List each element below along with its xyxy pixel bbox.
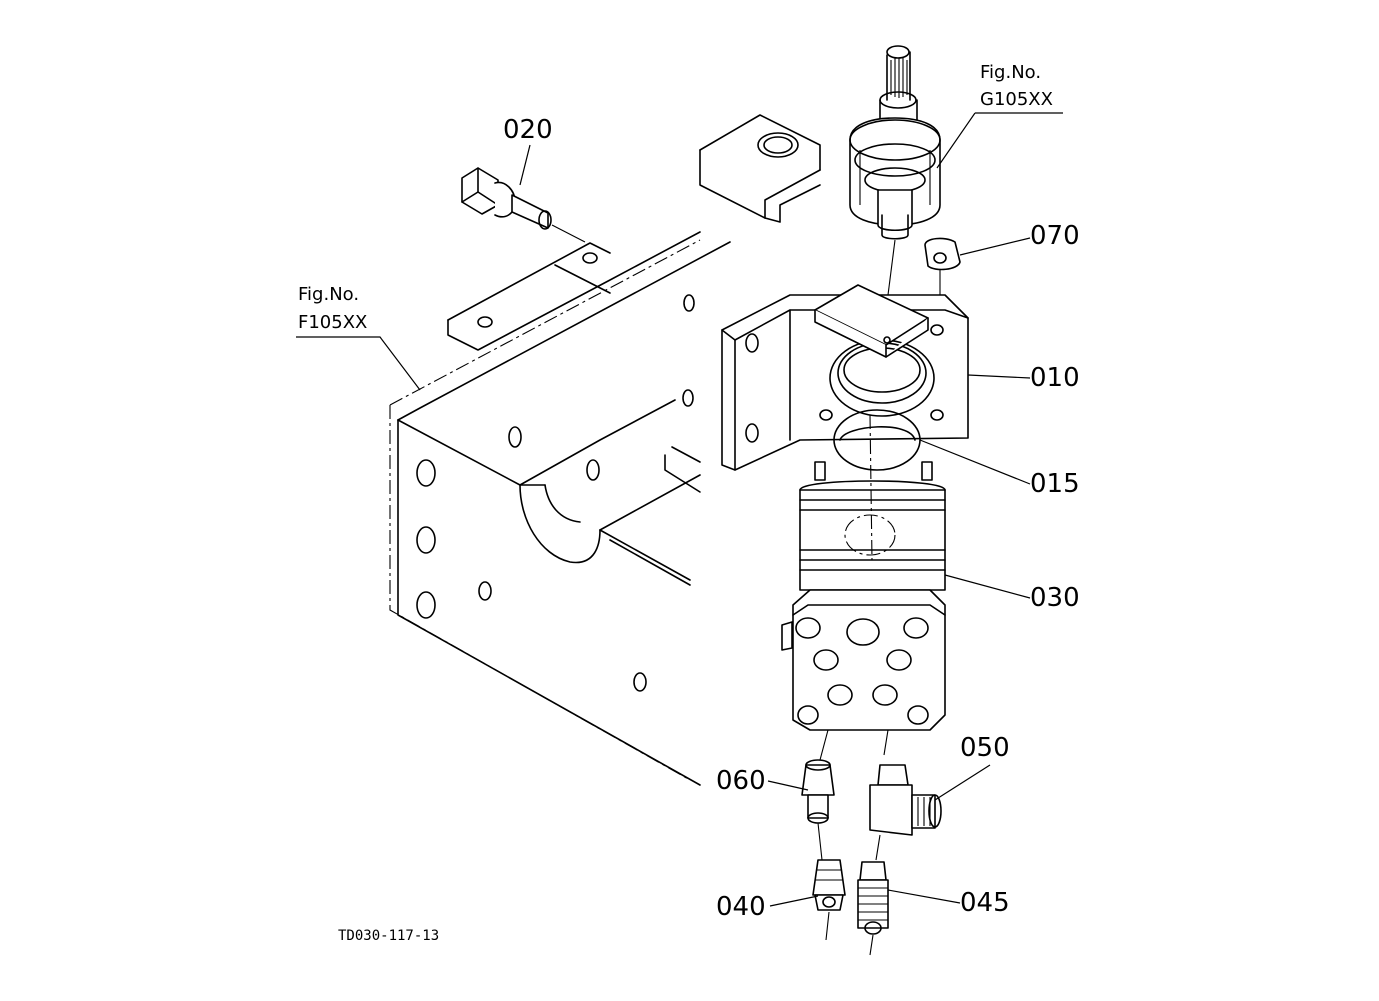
label-045: 045 (960, 888, 1010, 918)
label-030: 030 (1030, 583, 1080, 613)
elbow-050 (869, 764, 942, 861)
fitting-040 (812, 859, 846, 941)
bracket-010 (721, 284, 969, 471)
label-010: 010 (1030, 363, 1080, 393)
leader-lines (296, 112, 1063, 907)
pump-030 (781, 414, 946, 761)
ref-shaft-fig-line1: Fig.No. (980, 62, 1041, 83)
bolt-020 (461, 167, 586, 243)
shaft-assembly (849, 45, 941, 296)
frame-assembly (389, 114, 821, 786)
label-020: 020 (503, 115, 553, 145)
fitting-045 (857, 861, 889, 956)
ref-frame-fig-line2: F105XX (298, 312, 367, 333)
label-070: 070 (1030, 221, 1080, 251)
ref-shaft-fig-line2: G105XX (980, 89, 1053, 110)
label-060: 060 (716, 766, 766, 796)
drawing-code: TD030-117-13 (338, 928, 439, 944)
ref-frame-fig-line1: Fig.No. (298, 284, 359, 305)
label-040: 040 (716, 892, 766, 922)
pump-port-holes (795, 617, 929, 725)
label-015: 015 (1030, 469, 1080, 499)
fitting-060 (801, 759, 835, 861)
label-050: 050 (960, 733, 1010, 763)
